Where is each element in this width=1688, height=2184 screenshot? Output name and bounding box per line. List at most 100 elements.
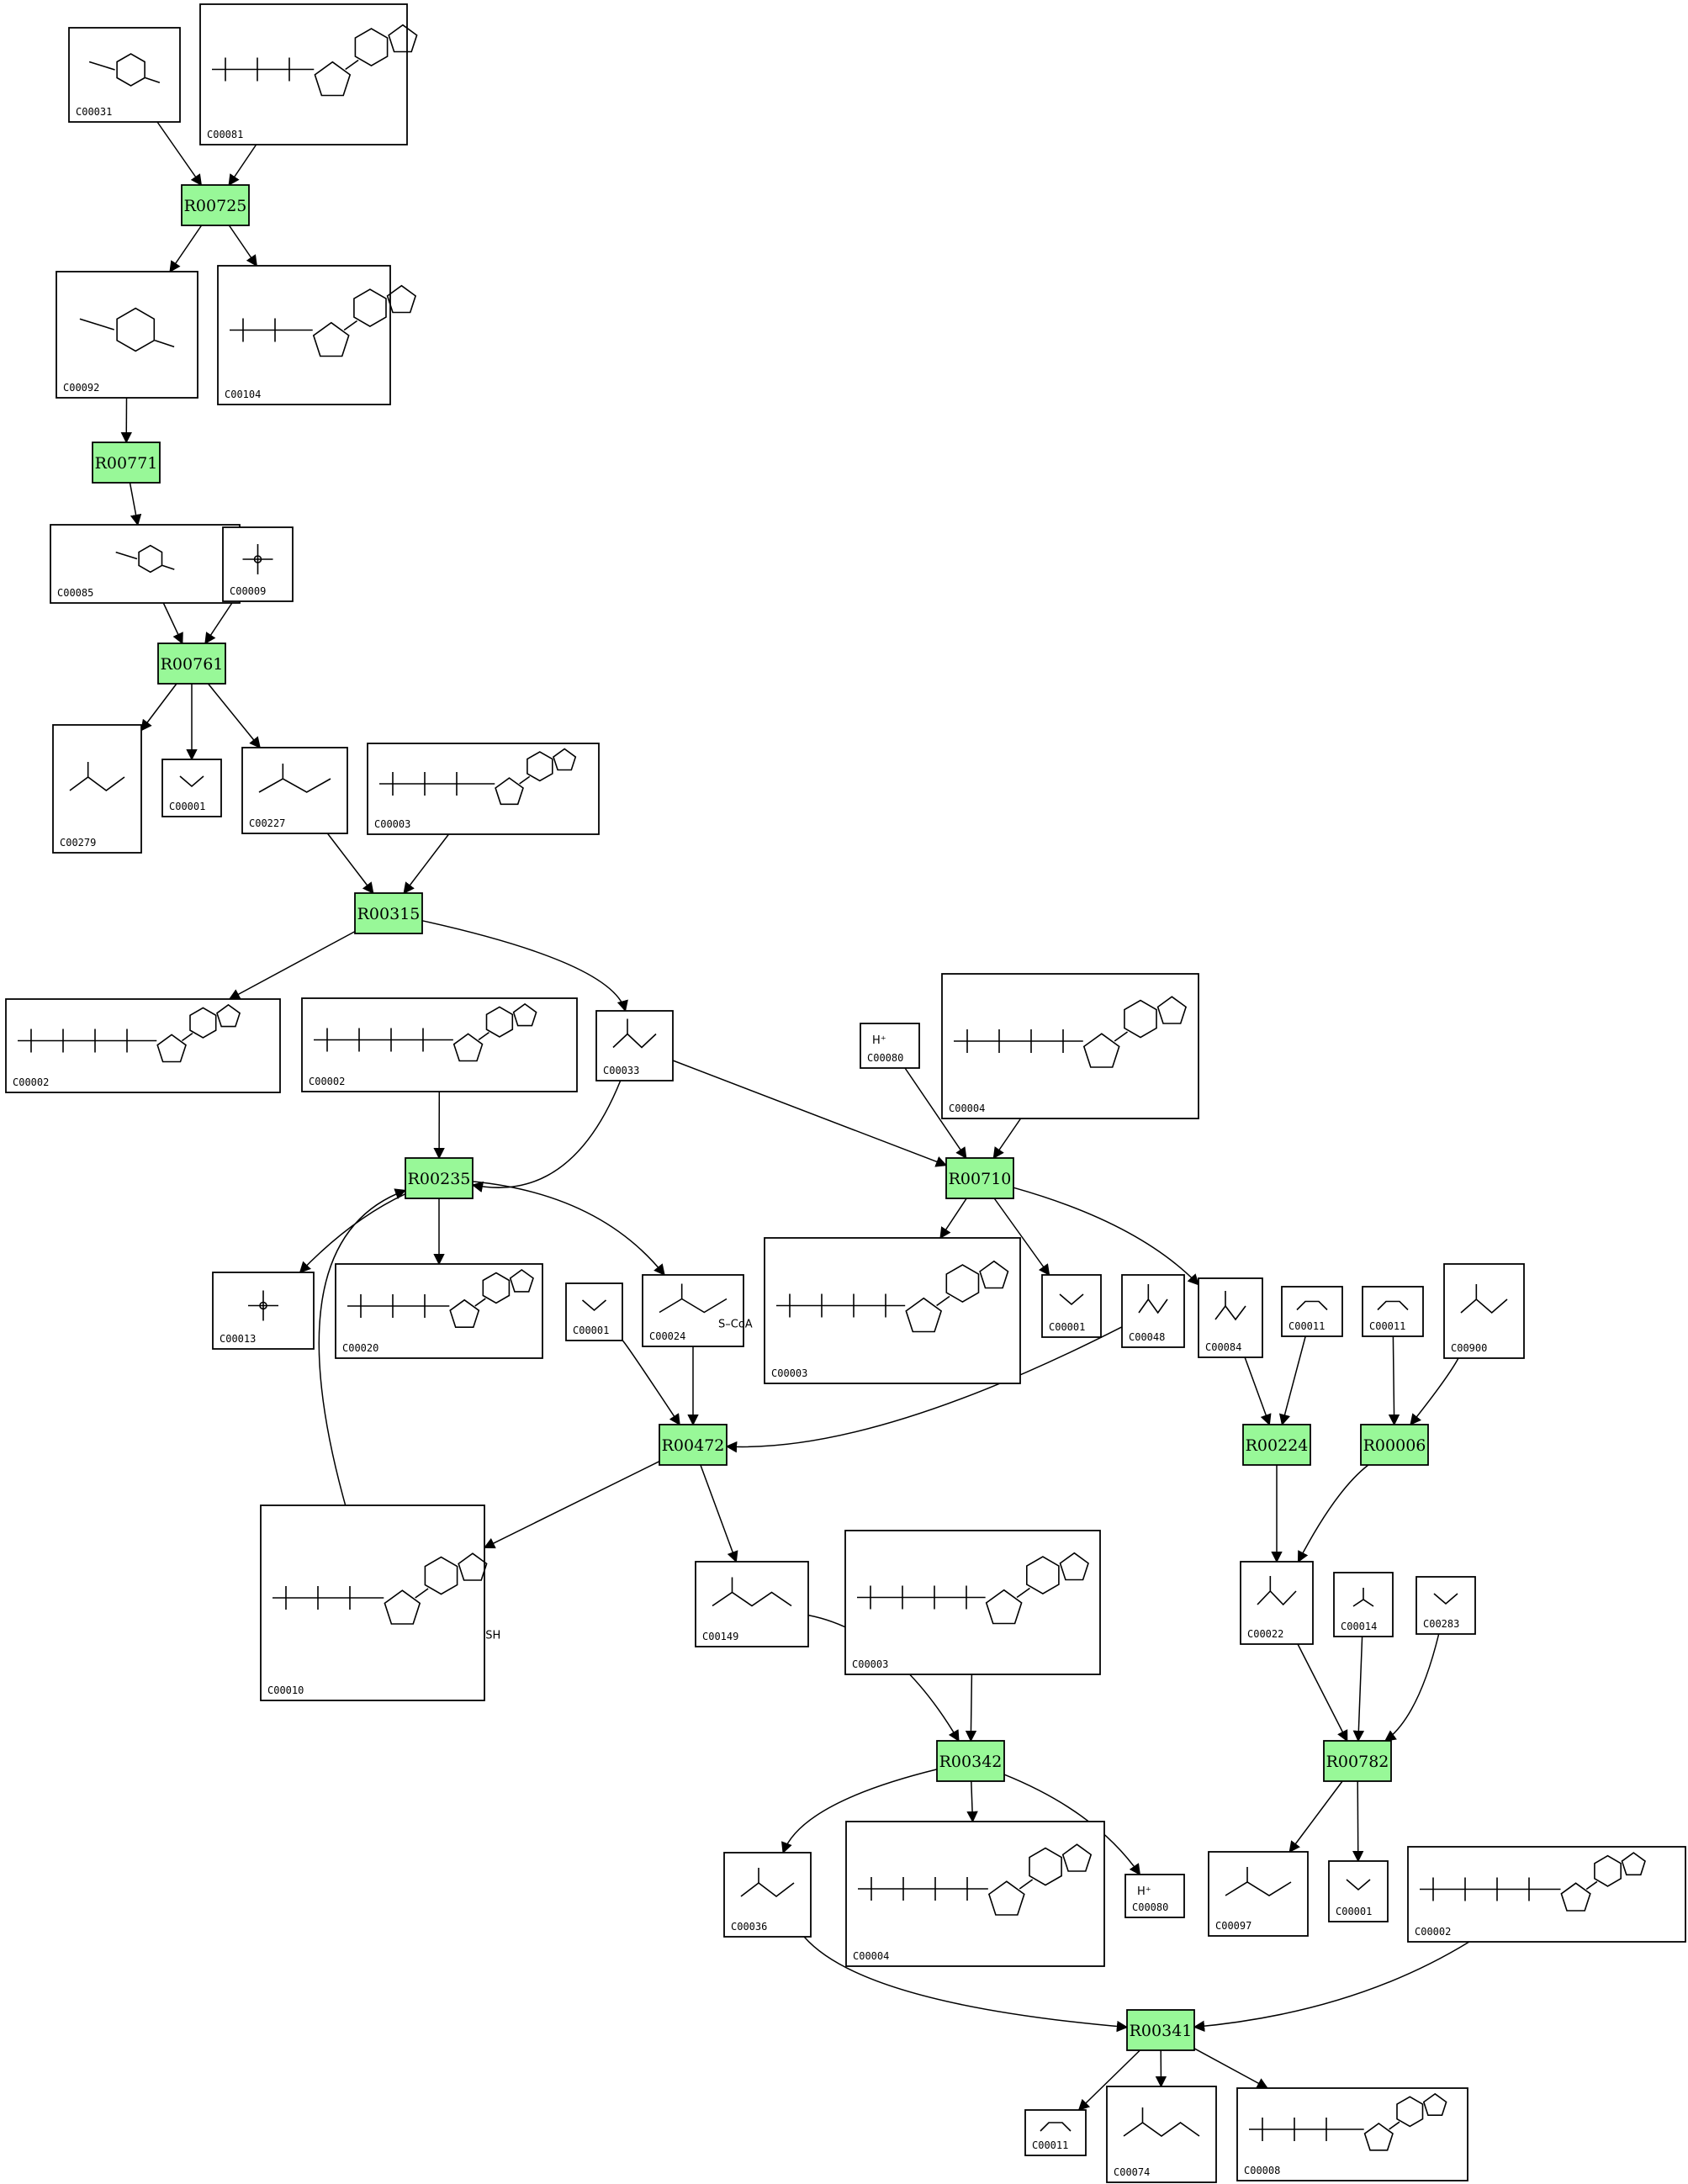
compound-id-label: C00001 [169,801,205,812]
compound-node[interactable]: C00001 [161,759,222,817]
compound-node[interactable]: C00002 [301,997,578,1092]
edge-r_R00235-to-c16 [299,1193,406,1273]
compound-id-label: C00009 [230,585,266,597]
compound-node[interactable]: C00013 [212,1272,315,1350]
compound-node[interactable]: C00011 [1024,2109,1087,2156]
structure-ring [88,53,161,87]
compound-id-label: C00227 [249,817,285,829]
compound-id-label: C00014 [1341,1621,1377,1632]
structure-nucleotide [314,1002,537,1062]
edge-c9-to-r_R00315 [326,833,374,895]
edge-r_R00341-to-c41 [1193,2048,1269,2089]
compound-node[interactable]: C00003 [844,1530,1101,1675]
structure-nucleotide [379,748,577,806]
compound-node[interactable]: C00283 [1415,1576,1476,1635]
reaction-box [659,1424,728,1466]
compound-box [1240,1561,1314,1645]
edge-r_R00782-to-c36 [1288,1780,1343,1853]
compound-id-label: C00149 [702,1631,738,1642]
reaction-node[interactable]: R00006 [1360,1424,1429,1466]
compound-box [161,759,222,817]
compound-node[interactable]: C00031 [68,27,181,123]
structure-water [1346,1879,1371,1891]
compound-id-label: C00010 [267,1684,304,1696]
compound-id-label: C00003 [852,1658,888,1670]
compound-box [642,1274,744,1347]
compound-node[interactable]: C00084 [1198,1277,1263,1358]
reaction-node[interactable]: R00761 [157,643,226,685]
compound-node[interactable]: C00001 [1041,1274,1102,1338]
compound-node[interactable]: C00033 [595,1010,674,1081]
reaction-node[interactable]: R00224 [1242,1424,1311,1466]
compound-node[interactable]: C00014 [1333,1572,1394,1637]
compound-node[interactable]: C00004 [941,973,1199,1119]
compound-node[interactable]: C00048 [1121,1274,1185,1348]
compound-box [217,265,391,405]
compound-node[interactable]: C00001 [565,1282,623,1341]
compound-box [68,27,181,123]
compound-id-label: C00008 [1244,2165,1280,2176]
compound-box [723,1852,812,1938]
compound-node[interactable]: C00074 [1106,2086,1217,2183]
edge-r_R00342-to-c34 [966,1780,978,1823]
edge-r_R00771-to-c5 [129,482,142,526]
compound-node[interactable]: C00149 [695,1561,809,1647]
reaction-node[interactable]: R00782 [1323,1740,1392,1782]
reaction-node[interactable]: R00725 [181,184,250,226]
edge-r_R00472-to-c27 [483,1461,660,1549]
structure-chain [1460,1284,1508,1314]
reaction-node[interactable]: R00710 [945,1157,1014,1199]
compound-node[interactable]: H⁺C00080 [860,1023,920,1069]
reaction-node[interactable]: R00771 [92,442,161,484]
reaction-id-label: R00315 [357,905,421,923]
compound-node[interactable]: C00085 [50,524,241,604]
compound-node[interactable]: C00011 [1362,1286,1424,1337]
reaction-node[interactable]: R00472 [659,1424,728,1466]
compound-node[interactable]: C00097 [1208,1851,1309,1937]
edge-c32-to-r_R00782 [1384,1633,1440,1742]
compound-node[interactable]: C00002 [1407,1846,1686,1943]
compound-node[interactable]: C00022 [1240,1561,1314,1645]
compound-box [1124,1874,1185,1918]
compound-node[interactable]: C00279 [52,724,142,854]
compound-node[interactable]: C00092 [56,271,198,399]
compound-box [1198,1277,1263,1358]
compound-node[interactable]: C00081 [199,3,418,145]
compound-box [1041,1274,1102,1338]
compound-node[interactable]: C00011 [1281,1286,1343,1337]
compound-node[interactable]: C00900 [1443,1263,1525,1359]
structure-chain [1138,1284,1168,1314]
compound-box [941,973,1199,1119]
reaction-node[interactable]: R00235 [405,1157,474,1199]
compound-node[interactable]: C00009 [222,526,294,602]
proton-symbol: H⁺ [872,1034,886,1047]
compound-id-label: C00022 [1247,1628,1283,1640]
compound-node[interactable]: C00227 [241,747,348,834]
compound-node[interactable]: C00104 [217,265,417,405]
compound-box [1328,1860,1389,1922]
reaction-node[interactable]: R00342 [936,1740,1005,1782]
compound-node[interactable]: H⁺C00080 [1124,1874,1185,1918]
compound-node[interactable]: C00002 [5,998,281,1093]
structure-ring [115,544,175,574]
compound-id-label: C00097 [1215,1920,1251,1932]
compound-node[interactable]: C00008 [1236,2087,1468,2181]
compound-node[interactable]: C00003 [764,1237,1021,1384]
edge-c2-to-r_R00725 [228,144,257,187]
compound-node[interactable]: C00001 [1328,1860,1389,1922]
compound-box [52,724,142,854]
compound-node[interactable]: C00020 [335,1263,543,1359]
structure-proton: H⁺ [872,1034,886,1047]
compound-node[interactable]: C00004 [845,1821,1105,1967]
compound-node[interactable]: C00036 [723,1852,812,1938]
reaction-node[interactable]: R00341 [1126,2009,1195,2051]
compound-id-label: C00011 [1032,2139,1068,2151]
reaction-id-label: R00224 [1246,1436,1309,1455]
reaction-box [945,1157,1014,1199]
compound-node[interactable]: C00003 [367,743,600,835]
reaction-node[interactable]: R00315 [354,892,423,934]
edge-c13-to-r_R00235 [471,1080,622,1192]
proton-symbol: H⁺ [1137,1885,1151,1898]
